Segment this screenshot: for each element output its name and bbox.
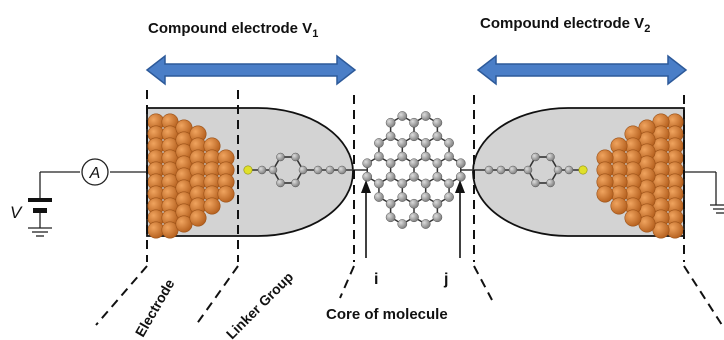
carbon-atom — [257, 165, 267, 175]
carbon-atom — [523, 165, 533, 175]
site-i-label: i — [374, 271, 378, 288]
carbon-atom — [432, 158, 443, 169]
carbon-atom — [420, 192, 431, 202]
left-circuit — [28, 171, 150, 237]
left-linker-group — [243, 152, 348, 188]
gold-atom — [624, 209, 642, 227]
carbon-atom — [397, 192, 408, 202]
right-linker-group — [483, 152, 588, 188]
carbon-atom — [444, 138, 454, 148]
linker-group-label: Linker Group — [223, 269, 296, 340]
compound-electrode-v1-label: Compound electrode V1 — [148, 20, 318, 40]
carbon-atom — [385, 131, 396, 142]
carbon-atom — [444, 151, 454, 162]
ammeter-label: A — [89, 165, 101, 182]
ammeter-icon — [81, 158, 109, 186]
molecule-core — [348, 111, 483, 229]
carbon-atom — [385, 212, 396, 223]
sulfur-atom — [578, 165, 588, 175]
carbon-atom — [374, 151, 384, 162]
carbon-atom — [444, 192, 454, 202]
carbon-atom — [420, 151, 431, 162]
carbon-atom — [484, 165, 494, 175]
carbon-atom — [553, 165, 563, 175]
carbon-atom — [432, 131, 443, 142]
carbon-atom — [397, 151, 408, 162]
gold-atom — [203, 197, 221, 215]
carbon-atom — [397, 219, 408, 229]
carbon-atom — [385, 171, 396, 182]
carbon-atom — [374, 178, 384, 189]
carbon-atom — [325, 165, 335, 175]
carbon-atom — [444, 178, 454, 189]
carbon-atom — [432, 198, 443, 209]
gold-atom — [189, 209, 207, 227]
left-electrode-atoms — [147, 113, 235, 239]
gold-atom — [596, 185, 614, 203]
carbon-atom — [496, 165, 506, 175]
carbon-atom — [420, 178, 431, 189]
carbon-atom — [374, 138, 384, 148]
carbon-atom — [409, 158, 419, 169]
carbon-atom — [546, 152, 555, 162]
carbon-atom — [362, 158, 373, 169]
site-j-arrow — [455, 180, 465, 258]
carbon-atom — [385, 158, 396, 169]
carbon-atom — [564, 165, 574, 175]
carbon-atom — [432, 171, 443, 182]
site-i-arrow — [361, 180, 371, 258]
right-circuit — [680, 171, 724, 214]
carbon-atom — [276, 152, 285, 162]
compound-electrode-v2-label: Compound electrode V2 — [480, 15, 650, 35]
carbon-atom — [455, 158, 466, 169]
carbon-atom — [385, 198, 396, 209]
carbon-atom — [276, 178, 285, 188]
carbon-atom — [409, 171, 419, 182]
carbon-atom — [291, 152, 300, 162]
carbon-atom — [337, 165, 347, 175]
carbon-atom — [409, 131, 419, 142]
battery-icon — [28, 198, 52, 213]
site-j-label: j — [443, 271, 448, 288]
carbon-atom — [420, 138, 431, 148]
carbon-atom — [409, 117, 419, 128]
carbon-atom — [298, 165, 308, 175]
voltage-label: V — [10, 203, 23, 222]
carbon-atom — [546, 178, 555, 188]
carbon-atom — [374, 192, 384, 202]
carbon-atom — [409, 212, 419, 223]
carbon-atom — [420, 219, 431, 229]
carbon-atom — [508, 165, 518, 175]
electrode-label: Electrode — [132, 276, 178, 339]
carbon-atom — [313, 165, 323, 175]
carbon-atom — [291, 178, 300, 188]
carbon-atom — [409, 198, 419, 209]
carbon-atom — [397, 111, 408, 121]
carbon-atom — [268, 165, 278, 175]
right-electrode-atoms — [596, 113, 684, 239]
dashed-guides — [95, 90, 723, 326]
carbon-atom — [531, 178, 540, 188]
carbon-atom — [385, 117, 396, 128]
carbon-atom — [531, 152, 540, 162]
carbon-atom — [362, 171, 373, 182]
gold-atom — [610, 197, 628, 215]
carbon-atom — [432, 212, 443, 223]
carbon-atom — [420, 111, 431, 121]
carbon-atom — [397, 138, 408, 148]
carbon-atom — [455, 171, 466, 182]
double-arrow-right — [476, 54, 688, 86]
sulfur-atom — [243, 165, 253, 175]
core-of-molecule-label: Core of molecule — [326, 306, 448, 323]
gold-atom — [217, 185, 235, 203]
double-arrow-left — [145, 54, 357, 86]
carbon-atom — [397, 178, 408, 189]
carbon-atom — [432, 117, 443, 128]
